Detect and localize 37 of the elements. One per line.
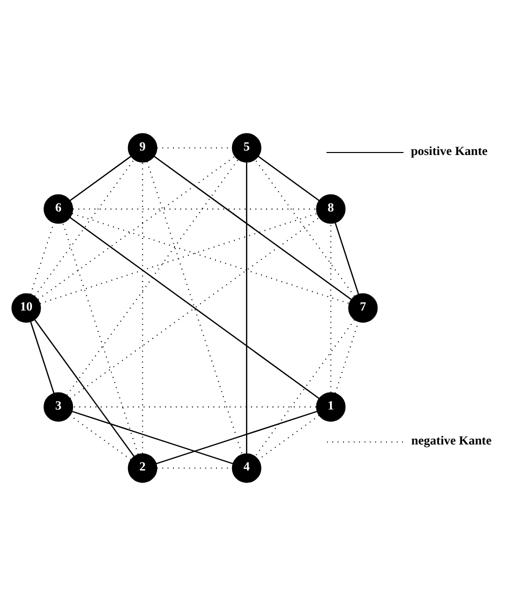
node-circle: 5 bbox=[232, 132, 262, 162]
connector bbox=[30, 222, 54, 294]
node-circle: 2 bbox=[128, 452, 158, 482]
connector bbox=[62, 222, 139, 454]
connector bbox=[34, 158, 134, 296]
connector bbox=[72, 410, 234, 464]
node-circle: 7 bbox=[348, 292, 378, 322]
connector bbox=[38, 155, 236, 300]
connector bbox=[72, 406, 316, 407]
node-circle: 8 bbox=[316, 194, 346, 224]
connector bbox=[334, 320, 360, 393]
connector bbox=[258, 155, 320, 201]
connector bbox=[254, 318, 355, 456]
connector bbox=[254, 158, 355, 296]
node-circle: 9 bbox=[128, 132, 158, 162]
connector bbox=[330, 222, 332, 392]
connector bbox=[66, 158, 239, 395]
connector bbox=[154, 155, 352, 300]
connector bbox=[70, 216, 320, 398]
connector bbox=[334, 222, 360, 294]
node-circle: 3 bbox=[44, 392, 74, 422]
connector bbox=[40, 212, 318, 304]
connector bbox=[34, 318, 134, 456]
connector bbox=[30, 321, 55, 394]
connector bbox=[246, 162, 248, 454]
connector bbox=[156, 410, 318, 464]
connector bbox=[142, 162, 144, 454]
connector bbox=[70, 155, 132, 201]
connector bbox=[72, 212, 350, 304]
connector bbox=[146, 160, 243, 454]
legend-label: positive Kante bbox=[410, 143, 488, 158]
node-circle: 6 bbox=[44, 194, 74, 224]
connector bbox=[73, 208, 316, 210]
node-circle: 10 bbox=[11, 292, 41, 322]
node-circle: 1 bbox=[316, 392, 346, 422]
legend-label: negative Kante bbox=[411, 432, 492, 447]
node-circle: 4 bbox=[232, 452, 262, 482]
